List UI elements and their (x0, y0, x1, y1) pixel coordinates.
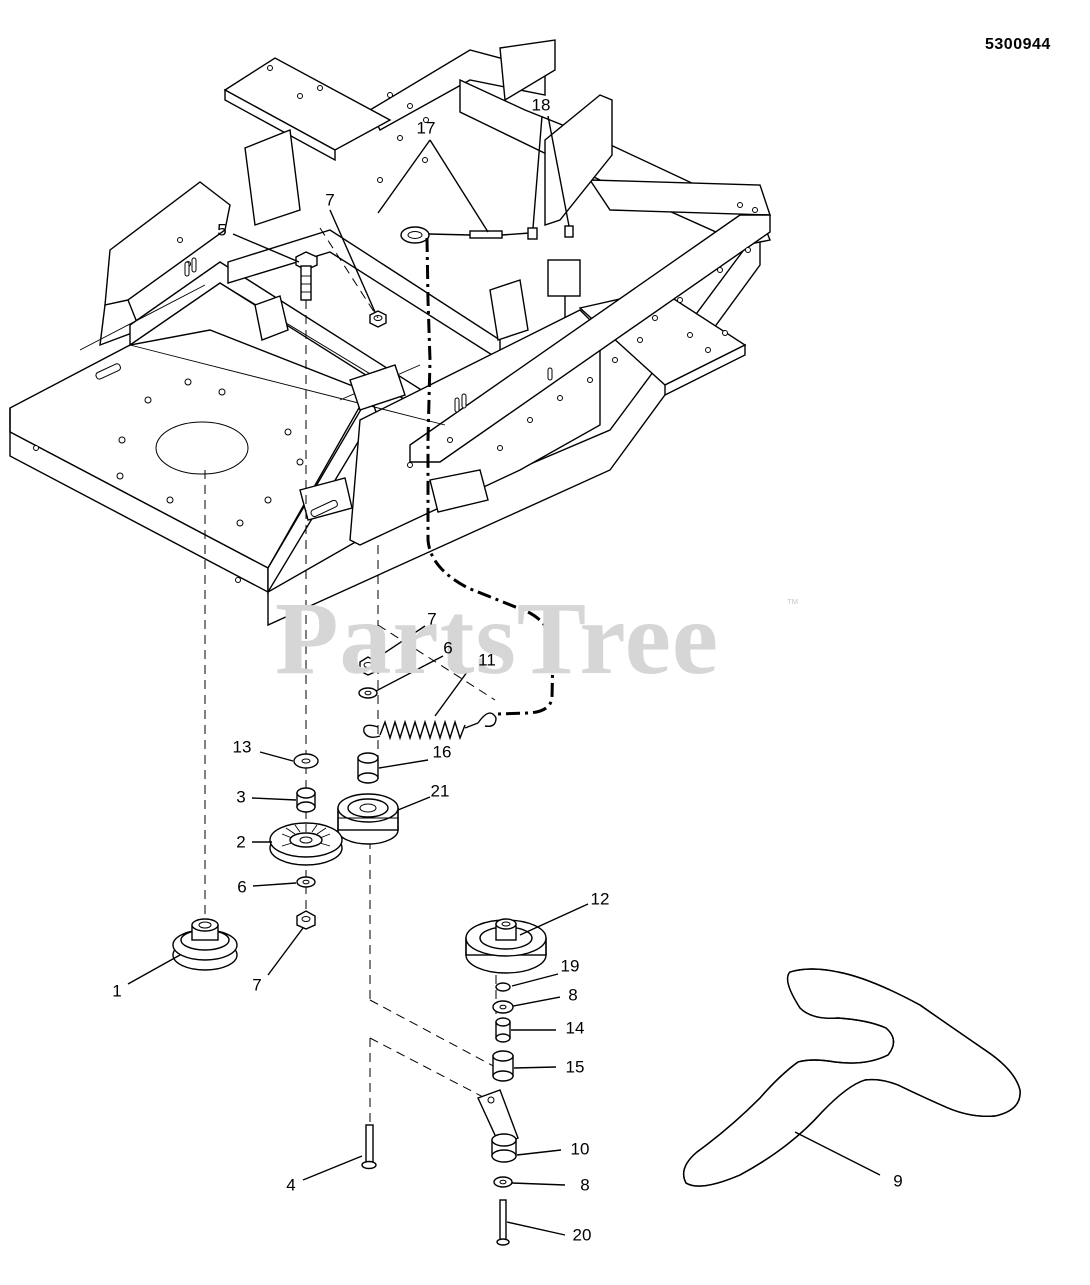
chassis-frame (9, 39, 771, 627)
callout-5[interactable]: 5 (217, 220, 227, 240)
leader-lines (127, 115, 881, 1236)
callout-6-lower[interactable]: 6 (237, 877, 247, 897)
callout-8-upper[interactable]: 8 (568, 985, 578, 1005)
bolt-5 (295, 251, 318, 301)
callout-14[interactable]: 14 (565, 1018, 585, 1038)
idler-pulley-12 (465, 918, 547, 974)
callout-19[interactable]: 19 (560, 956, 580, 976)
callout-16[interactable]: 16 (432, 742, 452, 762)
nut-7-middle (359, 656, 378, 676)
bushing-14 (495, 1017, 511, 1043)
callout-7-lower[interactable]: 7 (252, 975, 262, 995)
bushing-16 (357, 752, 379, 784)
washer-6-upper (358, 687, 378, 699)
control-cable-assembly (400, 225, 581, 716)
callout-2[interactable]: 2 (236, 832, 246, 852)
callout-10[interactable]: 10 (570, 1139, 590, 1159)
retainer-19 (495, 982, 511, 992)
bushing-15 (492, 1050, 514, 1082)
pin-20 (496, 1199, 510, 1246)
washer-8-upper (492, 1000, 514, 1014)
callout-7-middle[interactable]: 7 (427, 609, 437, 629)
drive-belt-9 (682, 968, 1021, 1187)
callout-7-top[interactable]: 7 (325, 190, 335, 210)
callout-18[interactable]: 18 (531, 95, 551, 115)
idler-arm-10 (477, 1089, 519, 1163)
callout-3[interactable]: 3 (236, 787, 246, 807)
bolt-4 (361, 1124, 377, 1170)
washer-13 (293, 753, 319, 769)
callout-1[interactable]: 1 (112, 981, 122, 1001)
diagram-id: 5300944 (985, 36, 1051, 53)
callout-9[interactable]: 9 (893, 1171, 903, 1191)
drive-pulley-1 (172, 918, 238, 971)
trademark-symbol: ™ (786, 596, 799, 611)
washer-8-lower (493, 1176, 513, 1188)
callout-21[interactable]: 21 (430, 781, 450, 801)
callout-4[interactable]: 4 (286, 1175, 296, 1195)
nut-7-lower (296, 910, 316, 930)
callout-13[interactable]: 13 (232, 737, 252, 757)
callout-6-upper[interactable]: 6 (443, 638, 453, 658)
watermark: PartsTree (275, 581, 720, 696)
callout-17[interactable]: 17 (416, 118, 436, 138)
washer-6-lower (296, 876, 316, 888)
callout-20[interactable]: 20 (572, 1225, 592, 1245)
nut-7-upper (369, 310, 387, 328)
spring-11 (363, 712, 497, 741)
callout-12[interactable]: 12 (590, 889, 610, 909)
idler-pulley-21 (337, 793, 399, 845)
callout-8-lower[interactable]: 8 (580, 1175, 590, 1195)
callout-15[interactable]: 15 (565, 1057, 585, 1077)
bushing-3 (296, 787, 316, 813)
pulley-2 (269, 822, 343, 866)
callout-11[interactable]: 11 (478, 650, 496, 670)
